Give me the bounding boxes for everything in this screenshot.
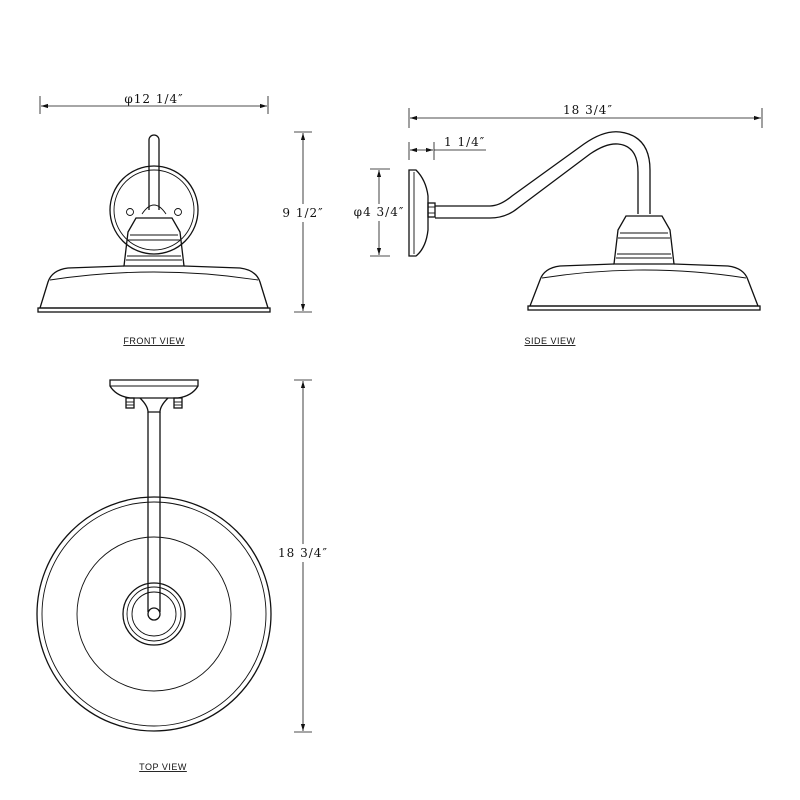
side-diameter-label: φ4 3/4″ xyxy=(354,205,405,219)
side-diameter-dimension: φ4 3/4″ xyxy=(352,168,406,257)
front-screw-left xyxy=(126,208,134,216)
front-backplate xyxy=(109,165,199,255)
top-projection-dimension: 18 3/4″ xyxy=(276,379,330,733)
front-view: φ12 1/4″ 9 1/2″ FRONT VIEW xyxy=(37,92,328,346)
top-projection-label: 18 3/4″ xyxy=(278,546,328,560)
top-view: 18 3/4″ TOP VIEW xyxy=(36,379,330,772)
side-depth-dimension: 1 1/4″ xyxy=(408,135,486,160)
front-width-dimension: φ12 1/4″ xyxy=(39,92,269,114)
top-shade-rim xyxy=(36,496,272,732)
side-length-label: 18 3/4″ xyxy=(563,103,613,117)
side-socket-cap xyxy=(613,215,675,265)
front-socket-cap xyxy=(123,217,185,267)
side-depth-label: 1 1/4″ xyxy=(444,135,485,149)
top-mount-nut-left xyxy=(125,397,135,409)
front-screw-right xyxy=(174,208,182,216)
front-shade-rim xyxy=(37,307,271,313)
side-view-label: SIDE VIEW xyxy=(524,336,575,346)
side-gooseneck-arm xyxy=(435,131,651,214)
side-shade-rim xyxy=(527,305,761,311)
top-mount-nut-right xyxy=(173,397,183,409)
front-width-label: φ12 1/4″ xyxy=(124,92,183,106)
side-mount-nut xyxy=(427,202,436,218)
front-view-label: FRONT VIEW xyxy=(123,336,184,346)
top-socket-cap xyxy=(122,582,186,646)
top-view-label: TOP VIEW xyxy=(139,762,187,772)
top-arm xyxy=(147,412,161,612)
top-shade-crown xyxy=(76,536,232,692)
top-backplate xyxy=(109,379,199,399)
front-height-label: 9 1/2″ xyxy=(282,206,323,220)
front-height-dimension: 9 1/2″ xyxy=(278,131,328,313)
top-arm-end xyxy=(147,607,161,621)
side-view: 18 3/4″ 1 1/4″ φ4 3/4″ xyxy=(352,103,763,346)
side-length-dimension: 18 3/4″ xyxy=(408,103,763,128)
front-arm xyxy=(148,134,160,210)
side-backplate xyxy=(408,169,429,257)
